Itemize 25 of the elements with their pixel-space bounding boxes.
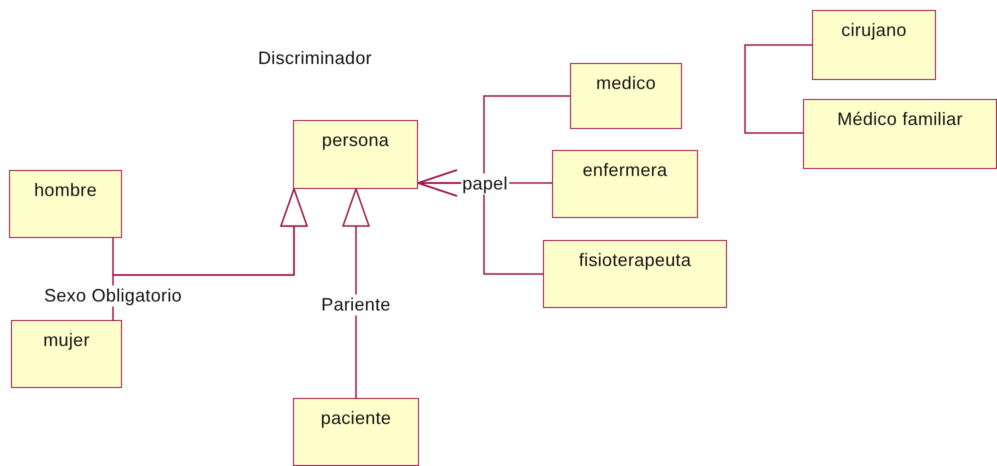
class-box: [543, 240, 727, 308]
class-box: [9, 170, 122, 238]
edge-label: Pariente: [320, 294, 392, 316]
class-box: [293, 398, 419, 466]
class-box: [570, 63, 682, 129]
class-box: [552, 150, 698, 218]
class-name: medico: [596, 73, 656, 94]
class-name: enfermera: [582, 160, 668, 181]
class-name: cirujano: [841, 20, 907, 41]
note-label: Discriminador: [258, 48, 372, 69]
class-name: fisioterapeuta: [578, 250, 692, 271]
class-box: [11, 320, 122, 388]
class-name: Médico familiar: [837, 109, 963, 130]
connector-line: [744, 44, 812, 134]
class-name: persona: [322, 130, 390, 151]
class-box: [803, 99, 997, 169]
class-box: [293, 120, 418, 189]
edge-label: papel: [461, 174, 509, 194]
edge-label: Sexo Obligatorio: [43, 286, 183, 306]
class-name: hombre: [34, 180, 97, 201]
class-name: mujer: [43, 330, 90, 351]
class-box: [812, 10, 936, 80]
class-name: paciente: [320, 408, 392, 429]
arrow: [342, 188, 370, 398]
arrow: [112, 188, 308, 320]
